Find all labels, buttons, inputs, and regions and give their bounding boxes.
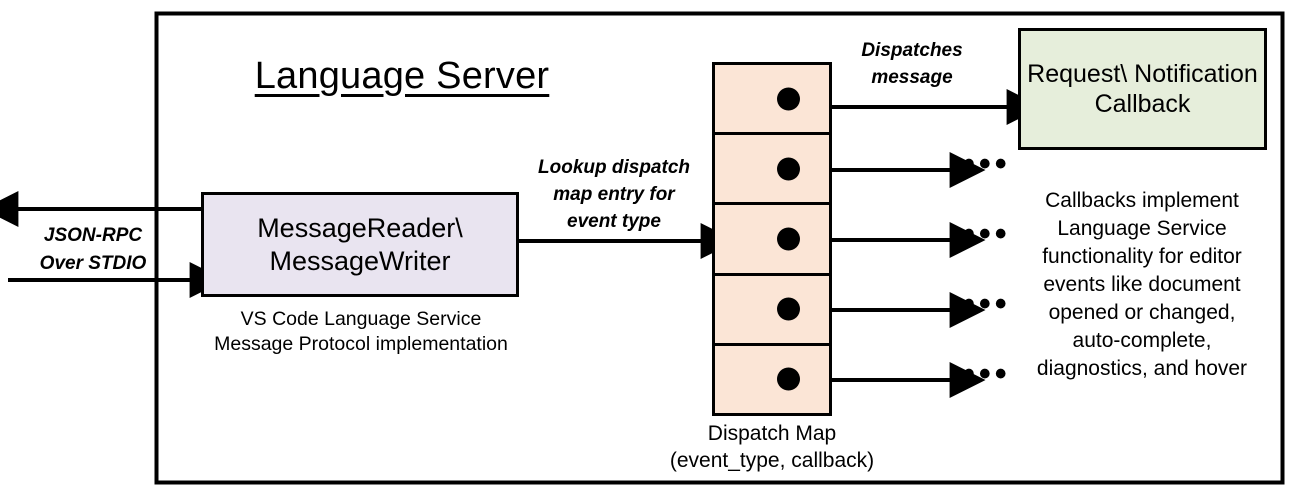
lookup-dispatch-label: Lookup dispatch map entry for event type	[538, 157, 690, 232]
dispatch-map-table[interactable]	[712, 62, 832, 416]
table-row[interactable]	[715, 135, 829, 206]
ellipsis-row-4: •••	[963, 284, 1011, 323]
page-title: Language Server	[254, 55, 550, 97]
ellipsis-row-2: •••	[963, 144, 1011, 183]
request-notification-callback-label: Request\ Notification Callback	[1027, 59, 1258, 119]
callback-pointer-dot-icon	[777, 367, 800, 391]
dispatch-map-caption: Dispatch Map (event_type, callback)	[669, 422, 875, 473]
message-reader-writer-box[interactable]: MessageReader\ MessageWriter	[201, 192, 519, 297]
message-reader-writer-caption: VS Code Language Service Message Protoco…	[214, 308, 508, 356]
table-row[interactable]	[715, 346, 829, 413]
table-row[interactable]	[715, 205, 829, 276]
json-rpc-transport-label: JSON-RPC Over STDIO	[39, 225, 147, 274]
callback-pointer-dot-icon	[777, 157, 800, 181]
message-reader-writer-label: MessageReader\ MessageWriter	[257, 212, 463, 276]
language-server-boundary	[154, 11, 1285, 485]
ellipsis-row-3: •••	[963, 214, 1011, 253]
callback-description-caption: Callbacks implement Language Service fun…	[1036, 189, 1248, 380]
request-notification-callback-box[interactable]: Request\ Notification Callback	[1018, 28, 1267, 150]
table-row[interactable]	[715, 65, 829, 136]
dispatches-message-label: Dispatches message	[861, 40, 963, 88]
callback-pointer-dot-icon	[777, 87, 800, 111]
table-row[interactable]	[715, 276, 829, 346]
callback-pointer-dot-icon	[777, 297, 800, 321]
callback-pointer-dot-icon	[777, 227, 800, 251]
ellipsis-row-5: •••	[963, 354, 1011, 393]
